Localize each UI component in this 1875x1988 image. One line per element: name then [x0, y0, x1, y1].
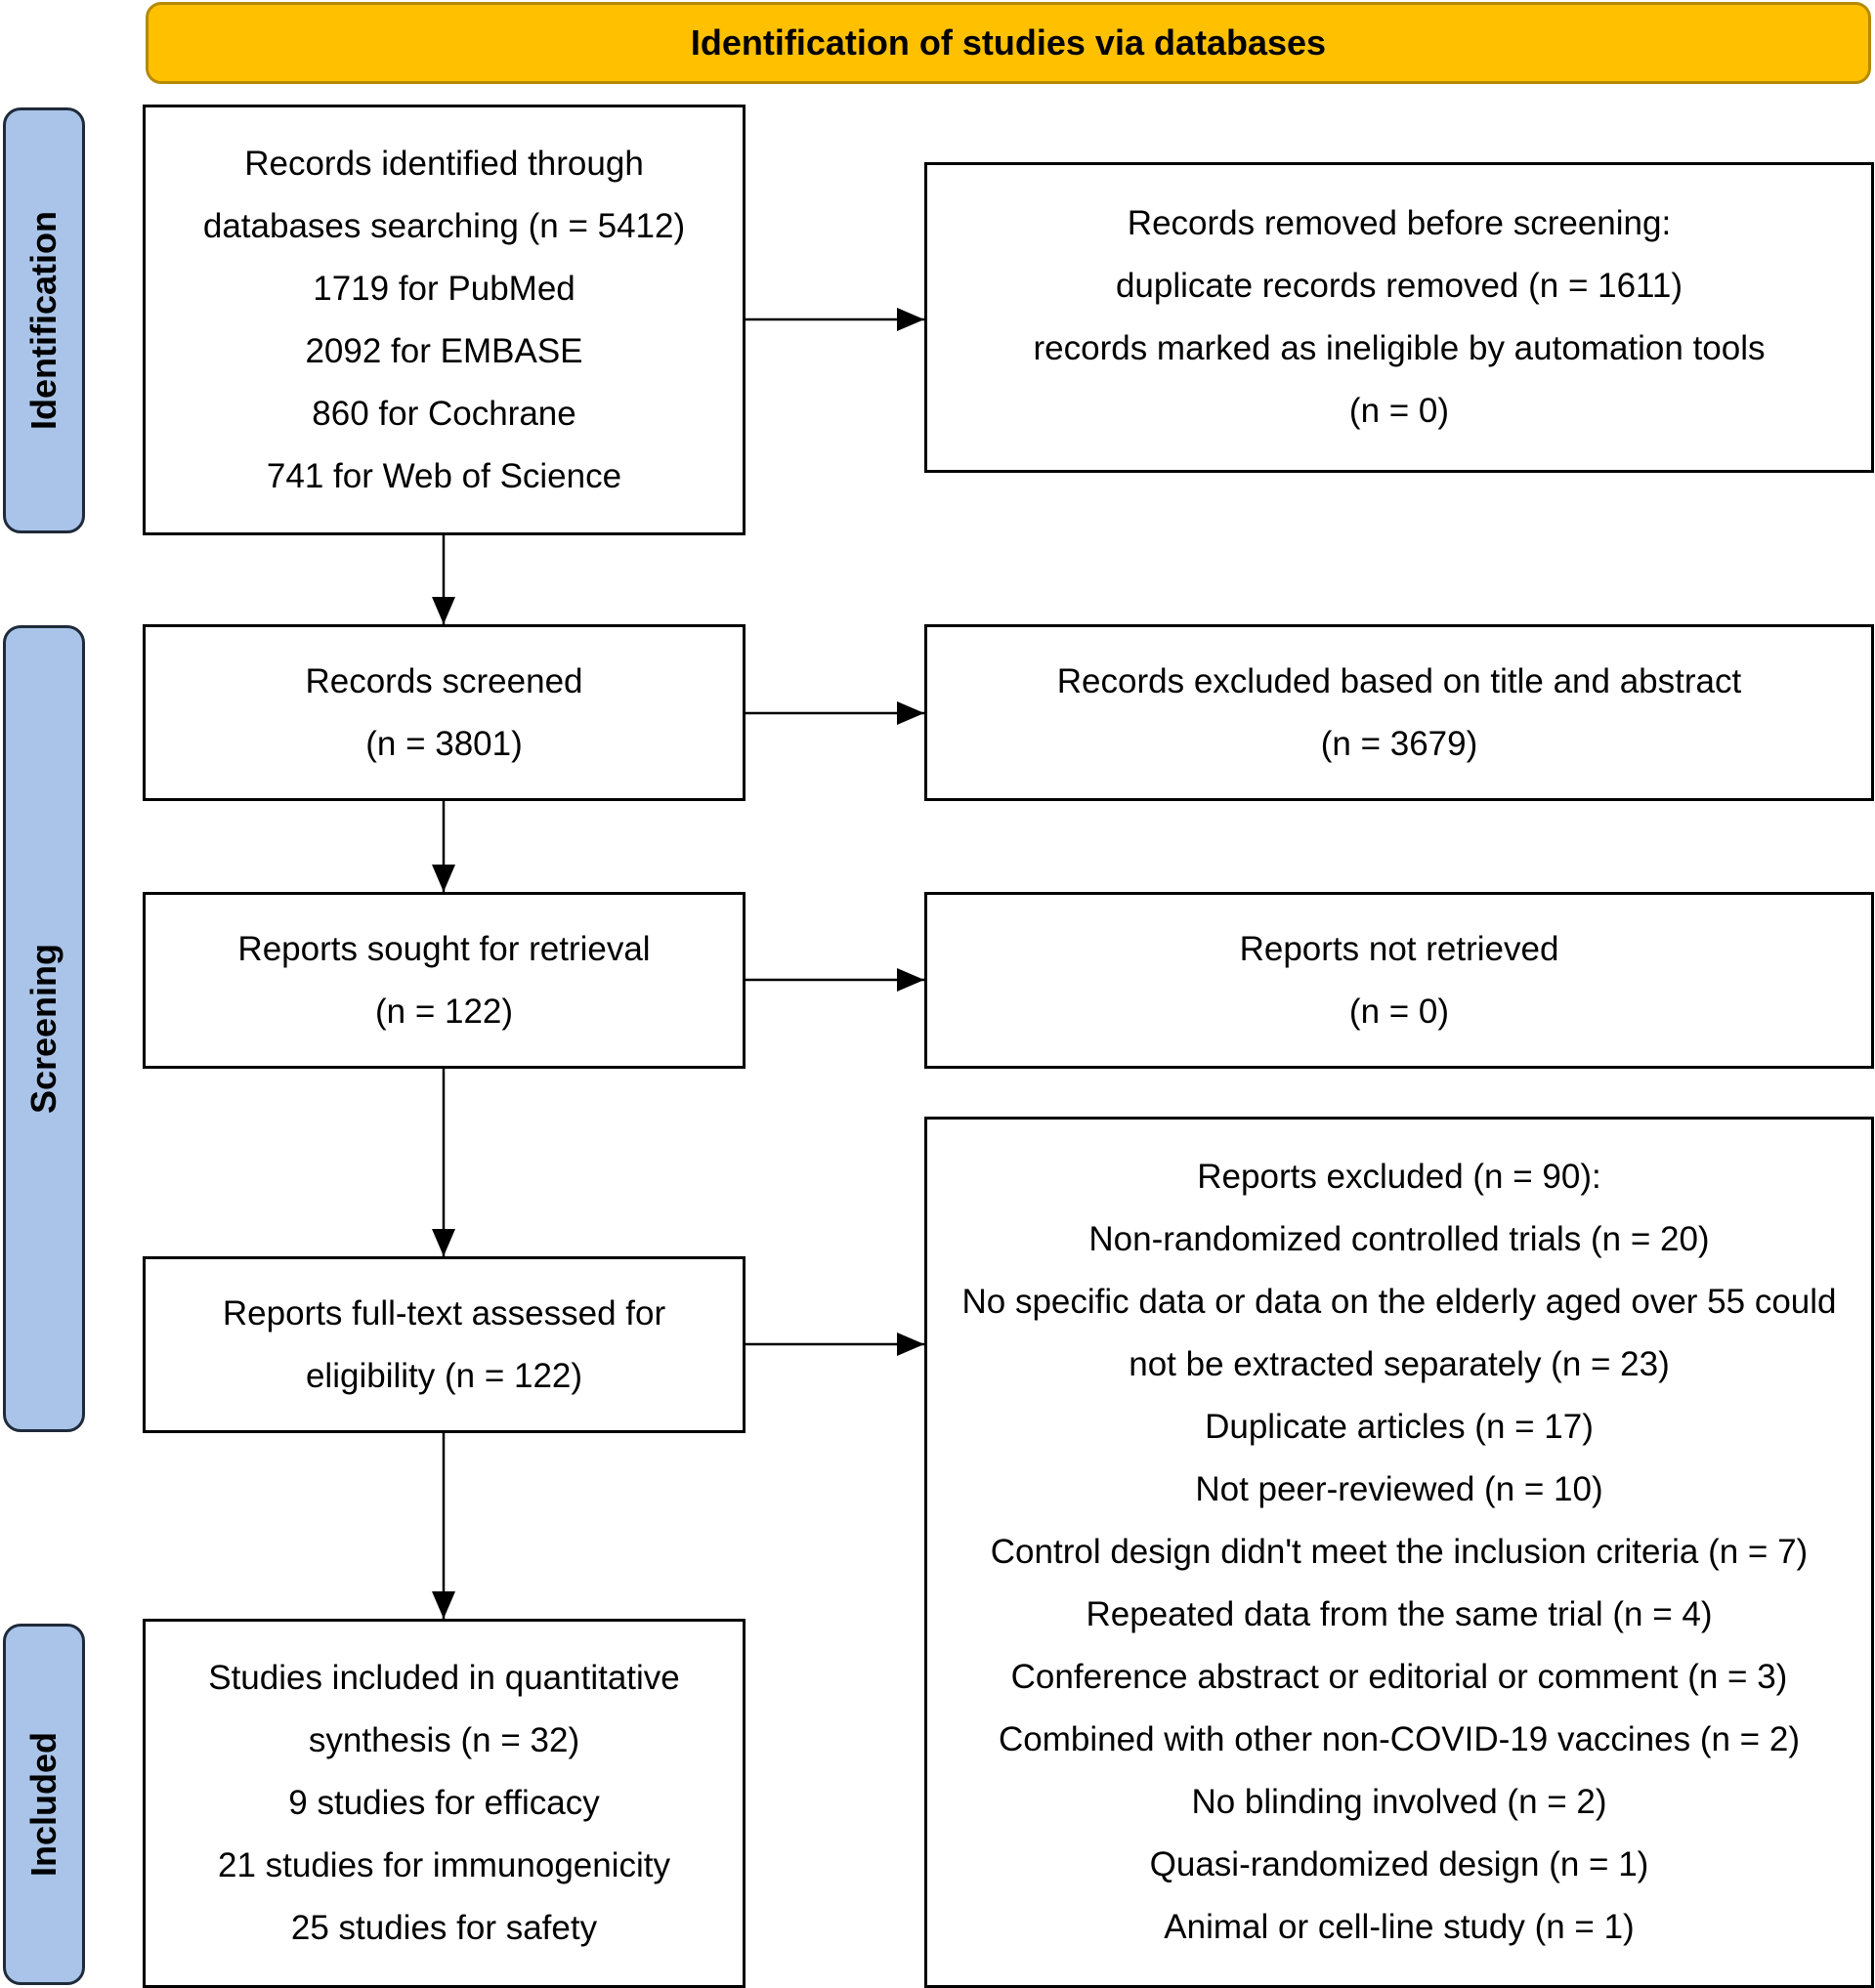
box-line: Combined with other non-COVID-19 vaccine… [999, 1720, 1800, 1758]
box-line: 860 for Cochrane [312, 394, 576, 433]
box-line: Records identified through [244, 144, 644, 183]
box-records-excluded: Records excluded based on title and abst… [924, 624, 1874, 801]
phase-screening: Screening [3, 625, 85, 1432]
box-line: 25 studies for safety [290, 1909, 598, 1947]
box-line: (n = 0) [1348, 392, 1450, 430]
box-line: Studies included in quantitative [208, 1659, 680, 1697]
box-line: Reports excluded (n = 90): [1197, 1158, 1601, 1196]
box-line: eligibility (n = 122) [305, 1356, 583, 1395]
box-line: Repeated data from the same trial (n = 4… [1086, 1595, 1713, 1633]
box-line: not be extracted separately (n = 23) [1129, 1345, 1670, 1383]
header-banner: Identification of studies via databases [146, 2, 1871, 84]
box-line: databases searching (n = 5412) [202, 206, 686, 245]
box-line: (n = 3679) [1320, 724, 1478, 763]
box-line: Records excluded based on title and abst… [1056, 661, 1742, 700]
box-line: duplicate records removed (n = 1611) [1115, 267, 1683, 305]
box-line: Control design didn't meet the inclusion… [990, 1533, 1809, 1571]
box-line: Records removed before screening: [1127, 204, 1672, 242]
box-line: Non-randomized controlled trials (n = 20… [1088, 1220, 1710, 1258]
box-line: 741 for Web of Science [266, 456, 622, 495]
box-line: No specific data or data on the elderly … [961, 1283, 1837, 1321]
box-line: synthesis (n = 32) [308, 1721, 580, 1759]
box-reports-assessed: Reports full-text assessed for eligibilit… [143, 1256, 746, 1433]
box-line: Reports sought for retrieval [237, 929, 651, 968]
header-title: Identification of studies via databases [690, 22, 1327, 63]
box-line: (n = 122) [374, 992, 514, 1031]
box-line: (n = 0) [1348, 992, 1450, 1031]
box-line: Reports not retrieved [1239, 929, 1559, 968]
box-line: (n = 3801) [365, 724, 523, 763]
box-line: 1719 for PubMed [313, 269, 575, 308]
phase-included: Included [3, 1624, 85, 1985]
box-line: 21 studies for immunogenicity [218, 1846, 670, 1884]
box-reports-sought: Reports sought for retrieval (n = 122) [143, 892, 746, 1069]
box-line: Records screened [305, 661, 583, 700]
box-line: Conference abstract or editorial or comm… [1010, 1658, 1788, 1696]
box-reports-not-retrieved: Reports not retrieved (n = 0) [924, 892, 1874, 1069]
box-records-identified: Records identified through databases sear… [143, 105, 746, 535]
box-reports-excluded: Reports excluded (n = 90): Non-randomized… [924, 1117, 1874, 1988]
box-line: Quasi-randomized design (n = 1) [1149, 1845, 1649, 1883]
box-line: Not peer-reviewed (n = 10) [1195, 1470, 1603, 1508]
box-line: 2092 for EMBASE [305, 331, 583, 370]
box-line: 9 studies for efficacy [288, 1784, 600, 1822]
phase-identification: Identification [3, 107, 85, 533]
box-line: records marked as ineligible by automati… [1033, 329, 1766, 367]
box-studies-included: Studies included in quantitative synthesi… [143, 1619, 746, 1988]
box-records-screened: Records screened (n = 3801) [143, 624, 746, 801]
box-line: Animal or cell-line study (n = 1) [1164, 1908, 1635, 1946]
box-line: No blinding involved (n = 2) [1191, 1783, 1607, 1821]
box-line: Reports full-text assessed for [222, 1293, 666, 1332]
box-records-removed: Records removed before screening: duplica… [924, 162, 1874, 473]
box-line: Duplicate articles (n = 17) [1205, 1408, 1594, 1446]
